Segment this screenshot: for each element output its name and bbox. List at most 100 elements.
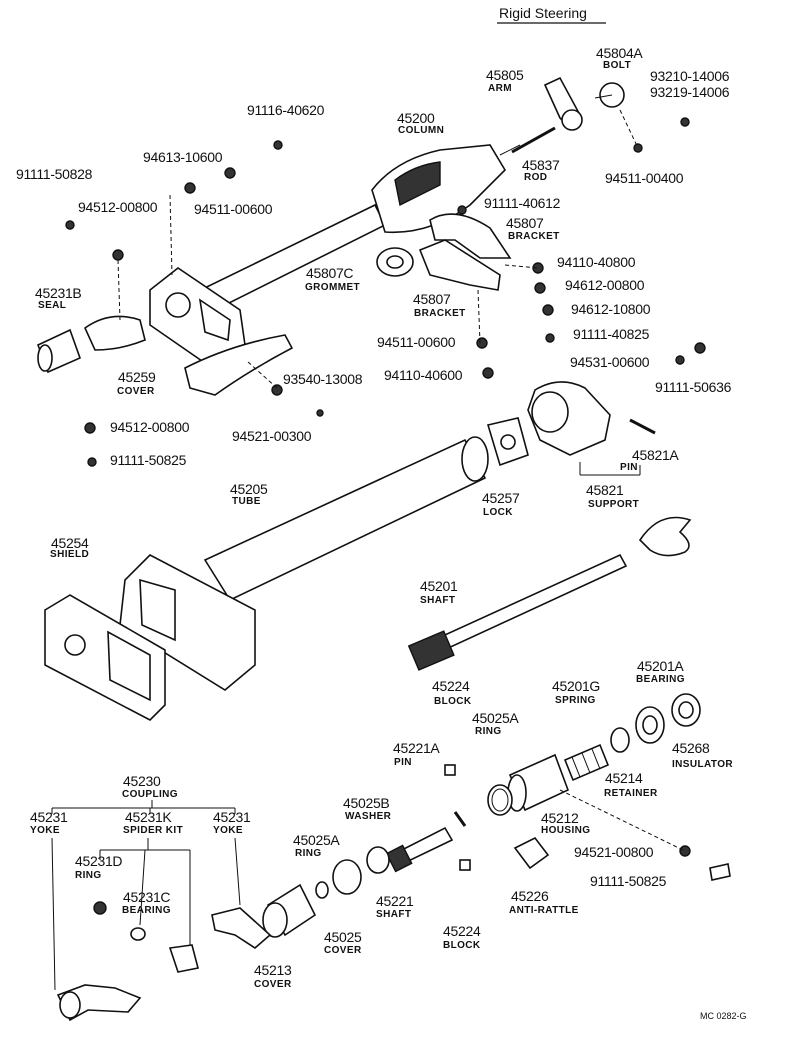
svg-text:91111-50828: 91111-50828 (16, 166, 93, 182)
callout-94512-00800-a: 94512-00800 (78, 199, 158, 215)
svg-text:COVER: COVER (324, 945, 362, 956)
upper-column-assembly (36, 76, 706, 467)
svg-text:45224: 45224 (432, 678, 470, 694)
callout-93540-13008: 93540-13008 (283, 371, 363, 387)
anti-rattle-45226-drawing (513, 836, 550, 870)
svg-text:INSULATOR: INSULATOR (672, 759, 733, 770)
rod-45837-drawing (511, 126, 556, 154)
callout-91111-50828: 91111-50828 (16, 166, 93, 182)
svg-text:45821A: 45821A (632, 447, 679, 463)
svg-text:COLUMN: COLUMN (398, 125, 444, 136)
svg-text:ROD: ROD (524, 172, 547, 183)
callout-94613-10600: 94613-10600 (143, 149, 223, 165)
svg-text:94511-00600: 94511-00600 (194, 201, 273, 217)
svg-text:91111-50825: 91111-50825 (110, 452, 187, 468)
svg-text:45231K: 45231K (125, 809, 172, 825)
svg-text:91111-50636: 91111-50636 (655, 379, 732, 395)
svg-text:GROMMET: GROMMET (305, 282, 360, 293)
svg-text:COUPLING: COUPLING (122, 789, 178, 800)
svg-text:45257: 45257 (482, 490, 520, 506)
callout-91111-40612: 91111-40612 (484, 195, 561, 211)
svg-text:TUBE: TUBE (232, 496, 261, 507)
svg-text:45231C: 45231C (123, 889, 170, 905)
tube-45205-drawing (203, 438, 487, 602)
shaft-assembly (407, 516, 692, 671)
callout-91111-50636: 91111-50636 (655, 379, 732, 395)
svg-text:BEARING: BEARING (636, 674, 685, 685)
small-yoke-drawing (84, 315, 146, 351)
callout-91116-40620: 91116-40620 (247, 102, 325, 118)
svg-text:PIN: PIN (394, 757, 412, 768)
callout-94512-00800-b: 94512-00800 (110, 419, 190, 435)
callout-94110-40800: 94110-40800 (557, 254, 636, 270)
callout-91111-40825: 91111-40825 (573, 326, 650, 342)
svg-text:45214: 45214 (605, 770, 643, 786)
svg-text:94512-00800: 94512-00800 (110, 419, 190, 435)
svg-text:SHAFT: SHAFT (376, 909, 411, 920)
svg-text:YOKE: YOKE (30, 825, 60, 836)
callout-91111-50825-b: 91111-50825 (590, 873, 667, 889)
svg-text:91111-40612: 91111-40612 (484, 195, 561, 211)
bearing-45231c-drawing (130, 927, 146, 941)
svg-text:45201: 45201 (420, 578, 458, 594)
svg-text:LOCK: LOCK (483, 507, 513, 518)
spring-45201g-drawing (563, 743, 610, 782)
svg-text:45807C: 45807C (306, 265, 353, 281)
column-body-drawing (371, 144, 507, 234)
svg-text:45837: 45837 (522, 157, 560, 173)
block-45224-upper-drawing (444, 764, 456, 776)
yoke-right-drawing (211, 907, 272, 949)
cover-45025-drawing (332, 859, 362, 895)
svg-text:45807: 45807 (506, 215, 544, 231)
svg-text:SUPPORT: SUPPORT (588, 499, 639, 510)
svg-text:45025B: 45025B (343, 795, 389, 811)
svg-text:45231: 45231 (213, 809, 251, 825)
callout-94612-10800: 94612-10800 (571, 301, 651, 317)
svg-text:94511-00600: 94511-00600 (377, 334, 456, 350)
svg-text:BLOCK: BLOCK (434, 696, 472, 707)
svg-text:94110-40800: 94110-40800 (557, 254, 636, 270)
spider-kit-drawing (168, 944, 199, 973)
svg-text:RETAINER: RETAINER (604, 788, 658, 799)
svg-text:45221: 45221 (376, 893, 414, 909)
svg-text:BRACKET: BRACKET (508, 231, 560, 242)
svg-text:94612-10800: 94612-10800 (571, 301, 651, 317)
callout-94521-00800: 94521-00800 (574, 844, 654, 860)
block-45224-lower-drawing (459, 859, 471, 871)
svg-text:45224: 45224 (443, 923, 481, 939)
svg-text:45807: 45807 (413, 291, 451, 307)
svg-text:45025A: 45025A (472, 710, 519, 726)
callout-94511-00400: 94511-00400 (605, 170, 684, 186)
svg-text:PIN: PIN (620, 462, 638, 473)
svg-text:BOLT: BOLT (603, 60, 631, 71)
svg-text:SHAFT: SHAFT (420, 595, 455, 606)
ring-45025a-lower-drawing (315, 881, 329, 899)
svg-text:94512-00800: 94512-00800 (78, 199, 158, 215)
svg-text:45231: 45231 (30, 809, 68, 825)
svg-text:93540-13008: 93540-13008 (283, 371, 363, 387)
